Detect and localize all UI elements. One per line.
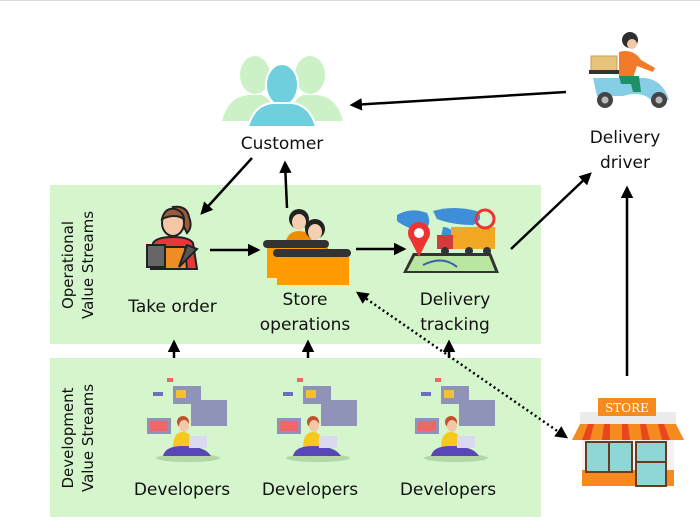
arrow-tracking-to-driver <box>510 172 592 250</box>
store-sign-text: STORE <box>605 401 649 415</box>
arrow-driver-to-customer <box>349 90 567 111</box>
arrow-store-ops-to-customer <box>279 160 292 209</box>
developers-label: Developers <box>399 480 497 500</box>
truck-map-tracking-icon <box>397 208 499 273</box>
top-border <box>0 0 700 1</box>
delivery-driver-label: Delivery driver <box>589 128 661 173</box>
storefront-icon: STORE <box>572 398 684 487</box>
developers-label: Developers <box>261 480 359 500</box>
arrow-customer-to-take-order <box>200 157 253 215</box>
customer-label: Customer <box>240 134 324 154</box>
scooter-courier-icon <box>589 32 669 108</box>
developer-laptop-icon <box>277 378 357 462</box>
developers-label: Developers <box>133 480 231 500</box>
waitress-clipboard-icon <box>146 205 199 270</box>
arrow-store-ops-store-dotted <box>355 291 569 439</box>
take-order-label: Take order <box>128 297 217 317</box>
store-counter-staff-icon <box>263 209 351 285</box>
customers-group-icon <box>222 56 343 127</box>
developer-laptop-icon <box>147 378 227 462</box>
store-operations-label: Store operations <box>259 290 351 335</box>
